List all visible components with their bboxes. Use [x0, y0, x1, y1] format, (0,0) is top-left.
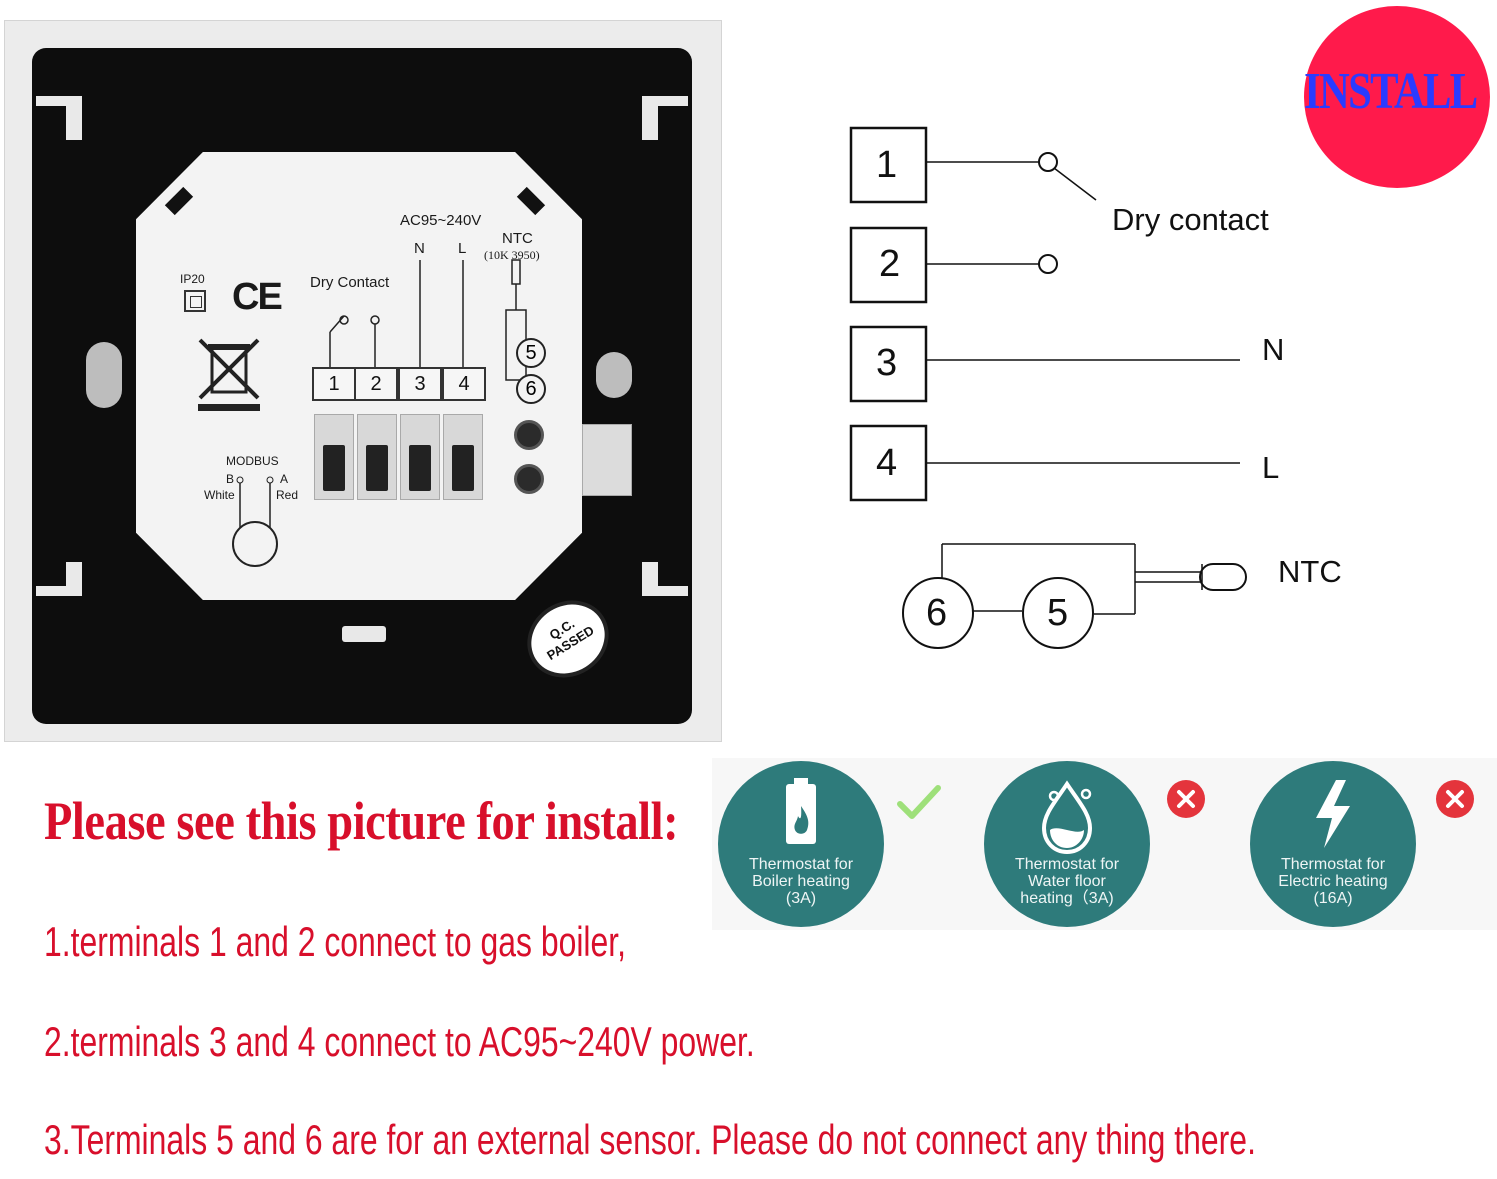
- ce-mark: CE: [232, 276, 283, 318]
- x-icon: [1436, 780, 1474, 818]
- modbus-label: MODBUS: [226, 454, 279, 468]
- install-headline: Please see this picture for install:: [44, 791, 679, 851]
- instruction-step-1: 1.terminals 1 and 2 connect to gas boile…: [44, 918, 627, 965]
- mount-hook: [66, 96, 82, 140]
- cable-guide: [582, 424, 632, 496]
- terminal-slot: [443, 414, 483, 500]
- board-schematic: [329, 259, 527, 381]
- ntc-label: NTC: [502, 230, 533, 247]
- dry-contact-text: Dry contact: [1112, 202, 1269, 237]
- boiler-card-text: Thermostat for Boiler heating (3A): [748, 856, 854, 907]
- weee-bin-icon: [198, 338, 260, 411]
- ip-rating-label: IP20: [180, 272, 205, 286]
- terminal-slot: [357, 414, 397, 500]
- terminal-label-3: 3: [398, 367, 442, 401]
- mount-hook: [66, 562, 82, 596]
- ntc-spec-label: (10K 3950): [484, 248, 540, 262]
- mount-hook: [642, 586, 688, 596]
- wiring-terminal-4: 4: [876, 442, 898, 484]
- check-icon: [897, 785, 941, 819]
- mount-hook: [642, 96, 658, 140]
- power-rating-label: AC95~240V: [400, 212, 482, 229]
- neutral-text: N: [1262, 332, 1285, 367]
- mount-hook: [36, 586, 82, 596]
- terminal-slot: [400, 414, 440, 500]
- wiring-terminal-5: 5: [1047, 592, 1069, 634]
- modbus-b-label: B: [226, 472, 235, 486]
- install-badge-text: INSTALL: [1304, 63, 1478, 120]
- instruction-step-3: 3.Terminals 5 and 6 are for an external …: [44, 1116, 1256, 1163]
- wiring-diagram: [849, 126, 1247, 649]
- modbus-white-label: White: [204, 488, 235, 502]
- water-floor-card-text: Thermostat for Water floor heating（3A): [1014, 856, 1120, 907]
- dry-contact-label: Dry Contact: [310, 274, 390, 291]
- side-clip: [596, 352, 632, 398]
- wiring-terminal-6: 6: [926, 592, 948, 634]
- modbus-port-icon: [232, 476, 278, 567]
- wiring-terminal-3: 3: [876, 342, 898, 384]
- terminal-label-1: 1: [312, 367, 356, 401]
- mount-hook: [642, 562, 658, 596]
- install-badge: [1304, 6, 1490, 188]
- mount-hook: [642, 96, 688, 106]
- l-label: L: [458, 240, 467, 257]
- terminal-label-4: 4: [442, 367, 486, 401]
- terminal-label-5: 5: [516, 338, 546, 368]
- sensor-screw: [514, 464, 544, 494]
- wiring-terminal-1: 1: [876, 144, 898, 186]
- electric-card-text: Thermostat for Electric heating (16A): [1278, 856, 1388, 907]
- terminal-label-6: 6: [516, 374, 546, 404]
- modbus-a-label: A: [280, 472, 289, 486]
- bottom-clip: [342, 626, 386, 642]
- instruction-step-2: 2.terminals 3 and 4 connect to AC95~240V…: [44, 1018, 755, 1065]
- side-clip: [86, 342, 122, 408]
- ntc-sensor-text: NTC: [1278, 554, 1342, 589]
- terminal-label-2: 2: [354, 367, 398, 401]
- modbus-red-label: Red: [276, 488, 299, 502]
- n-label: N: [414, 240, 425, 257]
- lightning-icon: [1316, 780, 1350, 848]
- mount-hook: [36, 96, 82, 106]
- wiring-terminal-2: 2: [879, 243, 901, 285]
- battery-flame-icon: [786, 778, 816, 844]
- terminal-slot: [314, 414, 354, 500]
- double-insulation-icon: [184, 290, 206, 312]
- water-drop-icon: [1041, 780, 1093, 855]
- live-text: L: [1262, 450, 1280, 485]
- x-icon: [1167, 780, 1205, 818]
- sensor-screw: [514, 420, 544, 450]
